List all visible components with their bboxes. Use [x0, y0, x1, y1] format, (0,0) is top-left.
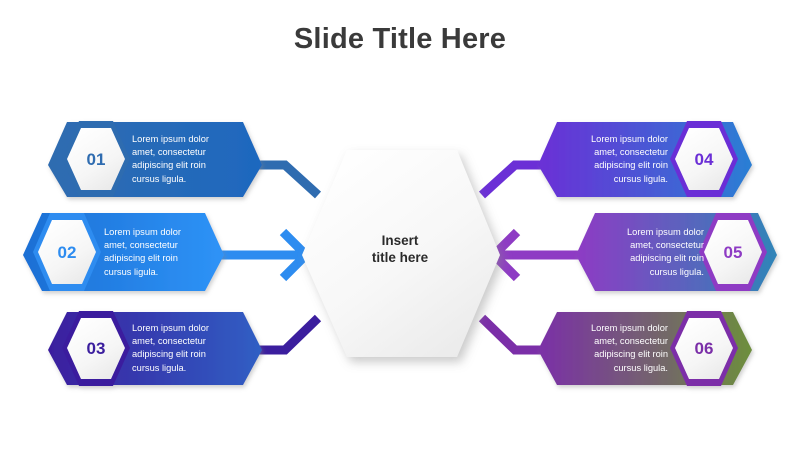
- item-03-text-line2: amet, consectetur: [132, 336, 206, 347]
- item-04-text-line2: amet, consectetur: [594, 147, 668, 158]
- item-04[interactable]: [538, 121, 752, 197]
- item-05-text-line4: cursus ligula.: [649, 266, 704, 277]
- item-02-text-line1: Lorem ipsum dolor: [104, 227, 181, 237]
- item-05-text-line3: adipiscing elit roin: [630, 253, 704, 264]
- item-01-text: Lorem ipsum dolor amet, consectetur adip…: [132, 133, 236, 186]
- item-05-number: 05: [723, 243, 743, 262]
- center-title-line1: Insert: [381, 233, 419, 248]
- item-01-text-line2: amet, consectetur: [132, 147, 206, 158]
- item-01-hex-inner: [67, 128, 125, 190]
- item-06-text-line3: adipiscing elit roin: [594, 349, 668, 360]
- item-02-number: 02: [57, 243, 77, 262]
- center-hexagon-shape[interactable]: [302, 150, 500, 357]
- center-title[interactable]: Insert title here: [325, 232, 475, 266]
- item-03-text-line4: cursus ligula.: [132, 362, 187, 373]
- item-04-hex-inner: [675, 128, 733, 190]
- center-title-line2: title here: [371, 250, 429, 265]
- item-02-text-line3: adipiscing elit roin: [104, 253, 178, 264]
- item-03[interactable]: [48, 311, 262, 386]
- item-04-text-line1: Lorem ipsum dolor: [591, 134, 668, 144]
- item-03-text-line1: Lorem ipsum dolor: [132, 323, 209, 333]
- item-04-text: Lorem ipsum dolor amet, consectetur adip…: [564, 133, 668, 186]
- item-05-hex-inner: [704, 220, 762, 284]
- item-03-text: Lorem ipsum dolor amet, consectetur adip…: [132, 322, 236, 375]
- item-02[interactable]: [23, 213, 224, 291]
- item-03-number: 03: [86, 339, 106, 358]
- item-05-text-line2: amet, consectetur: [630, 240, 704, 251]
- item-06-text-line4: cursus ligula.: [613, 362, 668, 373]
- item-02-text-line4: cursus ligula.: [104, 266, 159, 277]
- item-06-hex-inner: [675, 318, 733, 379]
- item-03-hex-inner: [67, 318, 125, 379]
- page-title: Slide Title Here: [293, 23, 507, 55]
- item-02-hex-inner: [38, 220, 96, 284]
- item-01-number: 01: [86, 150, 106, 169]
- item-01[interactable]: [48, 121, 262, 197]
- item-05[interactable]: [576, 213, 777, 291]
- item-04-text-line4: cursus ligula.: [613, 173, 668, 184]
- item-05-text: Lorem ipsum dolor amet, consectetur adip…: [600, 226, 704, 279]
- item-02-text: Lorem ipsum dolor amet, consectetur adip…: [104, 226, 208, 279]
- item-05-text-line1: Lorem ipsum dolor: [627, 227, 704, 237]
- item-04-text-line3: adipiscing elit roin: [594, 160, 668, 171]
- item-06-text-line2: amet, consectetur: [594, 336, 668, 347]
- item-06-text: Lorem ipsum dolor amet, consectetur adip…: [564, 322, 668, 375]
- item-06-number: 06: [694, 339, 714, 358]
- item-01-text-line3: adipiscing elit roin: [132, 160, 206, 171]
- center-hexagon[interactable]: [302, 150, 500, 357]
- item-06-text-line1: Lorem ipsum dolor: [591, 323, 668, 333]
- item-01-text-line1: Lorem ipsum dolor: [132, 134, 209, 144]
- item-06[interactable]: [538, 311, 752, 386]
- item-02-text-line2: amet, consectetur: [104, 240, 178, 251]
- item-01-text-line4: cursus ligula.: [132, 173, 187, 184]
- item-04-number: 04: [694, 150, 714, 169]
- item-03-text-line3: adipiscing elit roin: [132, 349, 206, 360]
